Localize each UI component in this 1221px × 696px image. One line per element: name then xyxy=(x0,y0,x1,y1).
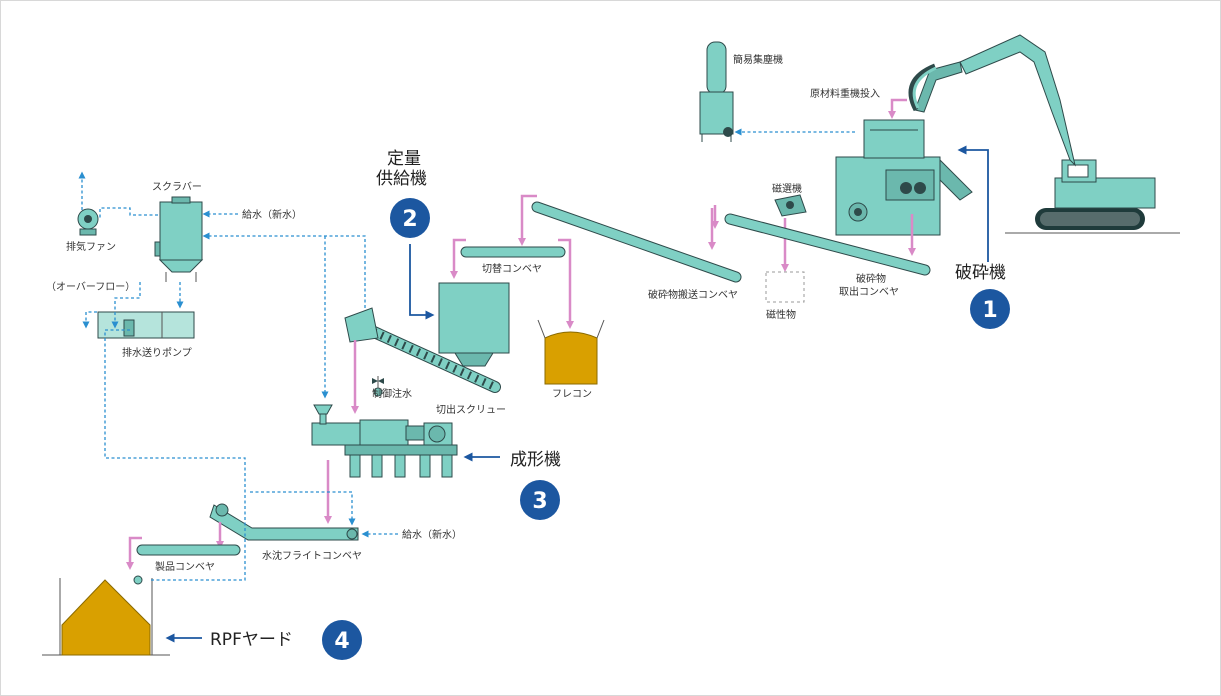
magnetic-material-bin xyxy=(765,271,805,303)
stage-3-badge: 3 xyxy=(520,480,560,520)
label-overflow: （オーバーフロー） xyxy=(46,281,135,293)
submerged-flight-conveyor xyxy=(209,503,359,541)
stage-2-name-line2: 供給機 xyxy=(376,169,427,189)
stage-1-badge: 1 xyxy=(970,289,1010,329)
additive-hopper xyxy=(313,404,333,425)
stage-3-number: 3 xyxy=(532,489,547,514)
crushed-takeout-conveyor xyxy=(724,213,931,276)
label-control-water: 制御注水 xyxy=(372,387,412,400)
switch-right-arrow xyxy=(558,238,574,329)
stage-4-badge: 4 xyxy=(322,620,362,660)
stage-1-name: 破砕機 xyxy=(955,263,1006,283)
label-crushed-transport-conveyor: 破砕物搬送コンベヤ xyxy=(648,288,738,301)
label-magnetic-material: 磁性物 xyxy=(766,308,796,321)
label-drain-pump: 排水送りポンプ xyxy=(122,346,192,359)
magnetic-separator xyxy=(774,194,807,217)
label-water-supply-2: 給水（新水） xyxy=(402,528,462,541)
label-crushed-conveyor: 破砕物 取出コンベヤ xyxy=(839,272,899,298)
spray-nozzle xyxy=(133,575,143,585)
label-dust-collector: 簡易集塵機 xyxy=(733,53,783,66)
stage-2-badge: 2 xyxy=(390,198,430,238)
label-discharge-screw: 切出スクリュー xyxy=(436,403,506,416)
stage-1-number: 1 xyxy=(982,298,997,323)
stage-2-number: 2 xyxy=(402,207,417,232)
transport-discharge-arrow xyxy=(518,194,537,246)
label-crushed-conveyor-line1: 破砕物 xyxy=(856,272,886,285)
pointer-feeder xyxy=(409,244,435,320)
feeder-hopper xyxy=(438,282,510,367)
dust-collector xyxy=(699,41,734,142)
label-crushed-conveyor-line2: 取出コンベヤ xyxy=(839,285,899,298)
product-discharge-arrow xyxy=(126,536,142,570)
stage-3-name: 成形機 xyxy=(510,450,561,470)
stage-4-name: RPFヤード xyxy=(210,630,293,650)
excavator xyxy=(908,34,1156,230)
flexible-container xyxy=(537,319,605,385)
label-switch-conveyor: 切替コンベヤ xyxy=(482,262,542,275)
discharge-screw xyxy=(344,307,501,393)
control-water-valve xyxy=(372,376,384,397)
water-air-lines xyxy=(78,171,398,581)
label-product-conveyor: 製品コンベヤ xyxy=(155,560,215,573)
switch-left-arrow xyxy=(450,238,466,279)
exhaust-fan xyxy=(77,208,99,236)
crushed-transport-conveyor xyxy=(531,201,742,283)
label-water-supply-1: 給水（新水） xyxy=(242,208,302,221)
forming-machine xyxy=(311,419,458,478)
label-magnetic-separator: 磁選機 xyxy=(772,182,802,195)
raw-material-input-arrow xyxy=(888,98,907,119)
crusher xyxy=(835,119,973,236)
stage-2-name-line1: 定量 xyxy=(387,149,421,169)
rpf-yard-pile xyxy=(59,578,153,656)
stage-4-number: 4 xyxy=(334,629,349,654)
label-raw-material-input: 原材料重機投入 xyxy=(810,87,880,100)
stage-2-name: 定量 供給機 xyxy=(376,149,427,189)
pointer-crusher xyxy=(957,145,989,262)
label-exhaust-fan: 排気ファン xyxy=(66,240,116,253)
label-submerged-conveyor: 水沈フライトコンベヤ xyxy=(262,549,362,562)
scrubber xyxy=(154,196,204,282)
label-scrubber: スクラバー xyxy=(152,181,202,193)
drain-tank xyxy=(97,311,195,339)
label-flexible-container: フレコン xyxy=(552,389,592,400)
